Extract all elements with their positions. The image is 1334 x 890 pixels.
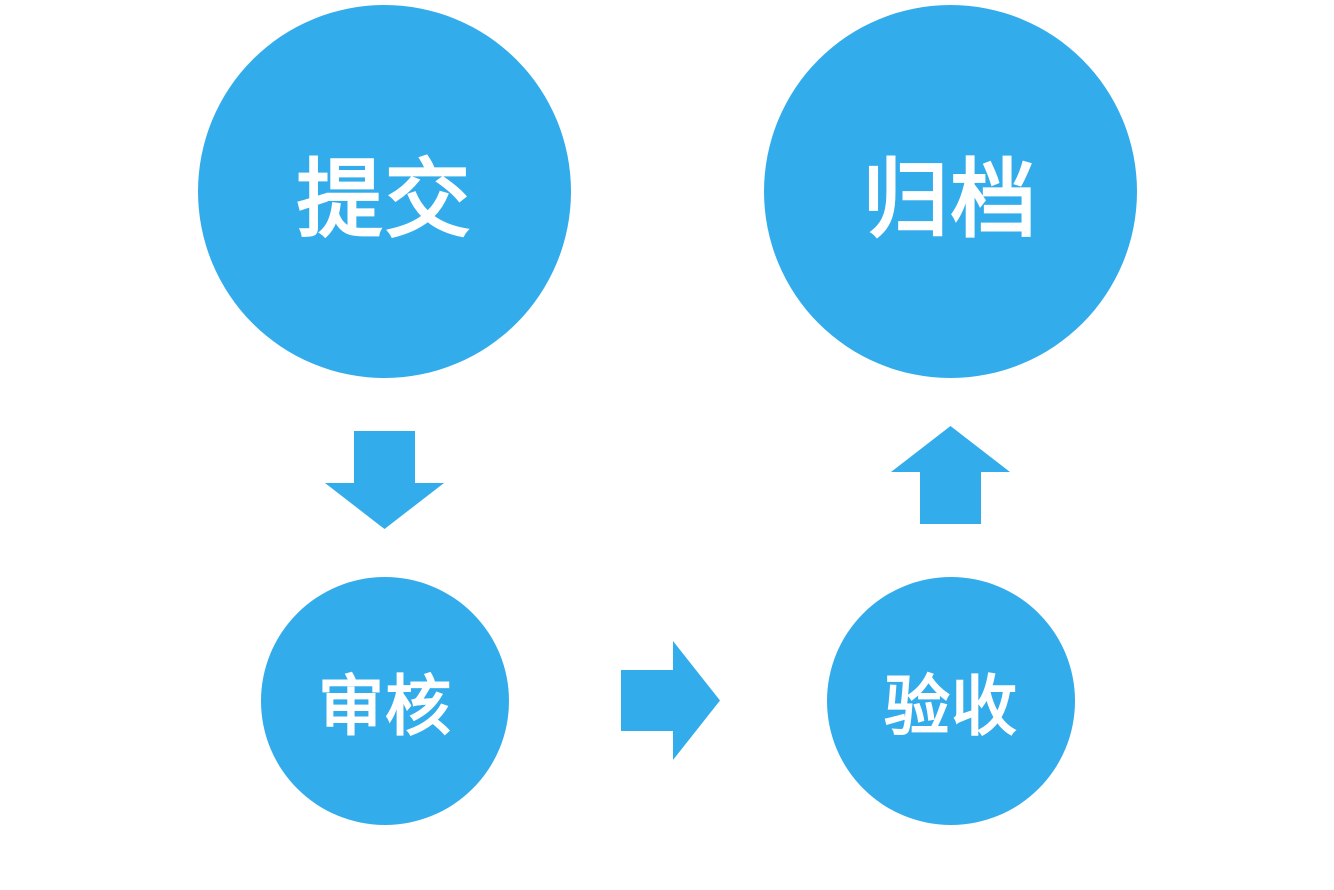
arrow-right-shape: [621, 641, 720, 760]
arrow-right-icon: [621, 641, 720, 760]
arrow-up-shape: [891, 426, 1010, 524]
step-accept-label: 验收: [884, 668, 1018, 745]
arrow-down-icon: [325, 431, 444, 529]
step-submit-circle: 提交: [198, 5, 571, 378]
step-submit-label: 提交: [296, 150, 473, 250]
step-review-label: 审核: [318, 668, 452, 745]
arrow-down-shape: [325, 431, 444, 529]
step-review-circle: 审核: [261, 577, 509, 825]
step-accept-circle: 验收: [827, 577, 1075, 825]
step-archive-label: 归档: [862, 150, 1039, 250]
arrow-up-icon: [891, 426, 1010, 524]
step-archive-circle: 归档: [764, 5, 1137, 378]
